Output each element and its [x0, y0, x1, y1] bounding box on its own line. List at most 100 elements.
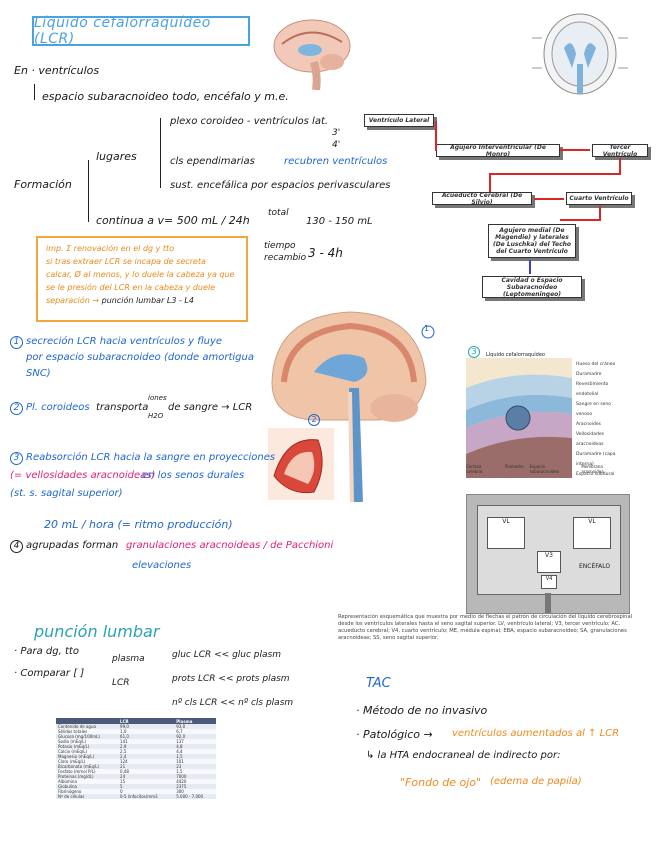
table-cell: 2,9	[118, 744, 175, 749]
flow-acueducto-cerebral: Acueducto Cerebral (De Silvio)	[432, 192, 532, 206]
puncion-relation-1: gluc LCR << gluc plasm	[172, 650, 281, 660]
step-4-elevaciones: elevaciones	[132, 560, 192, 571]
meninges-label-4: Sangre en seno venoso	[576, 402, 612, 417]
step-1-line-b: por espacio subaracnoideo (donde amortig…	[26, 352, 254, 363]
table-cell: Bicarbonato (mEq/L)	[56, 764, 119, 769]
table-cell: Nº de células	[56, 794, 119, 799]
table-cell: 2,5	[118, 749, 175, 754]
meninges-label-2: Duramadre	[576, 372, 602, 377]
table-cell: 0	[118, 789, 175, 794]
table-header-row: LCR Plasma	[56, 718, 216, 724]
csf-circulation-image	[271, 311, 435, 502]
table-cell: 6,7	[174, 729, 216, 734]
ependimarias-note: recubren ventrículos	[284, 156, 388, 167]
table-cell: Glucosa (mg/100mL)	[56, 734, 119, 739]
tac-bullet-2-a: · Patológico →	[356, 728, 433, 741]
meninges-labels: Hueso del cráneo Duramadre Revestimiento…	[576, 360, 626, 480]
table-cell: Cloro (mEq/L)	[56, 759, 119, 764]
plexo-num-3: 3'	[332, 128, 341, 138]
meninges-bottom-2: Piamadre	[504, 464, 524, 469]
table-cell: Globulina	[56, 784, 119, 789]
table-cell: 300	[174, 789, 216, 794]
table-cell: Albúmina	[56, 779, 119, 784]
table-cell: 4,8	[174, 744, 216, 749]
step-2-tail: de sangre → LCR	[168, 402, 253, 413]
table-cell: Calcio (mEq/L)	[56, 749, 119, 754]
tiempo-label: tiempo recambio	[264, 241, 307, 263]
table-cell: 2,4	[118, 754, 175, 759]
figure-marker-1: 1	[424, 324, 430, 333]
table-cell: 93,0	[174, 724, 216, 729]
table-cell: Fosfato (mmol P/L)	[56, 769, 119, 774]
brain-sagittal-image	[273, 19, 351, 90]
table-header-cell: Plasma	[174, 718, 216, 724]
meninges-label-1: Hueso del cráneo	[576, 362, 616, 367]
step-1-number: 1	[10, 336, 23, 349]
table-cell: 5.000 - 7.000	[174, 794, 216, 799]
step-3-sagital: (st. s. sagital superior)	[10, 488, 123, 499]
flow-cuarto-ventriculo: Cuarto Ventrículo	[566, 192, 632, 205]
table-cell: 5	[118, 784, 175, 789]
schema-vl-right: VL	[573, 517, 611, 549]
meninges-label-8: Espacio subdural	[576, 472, 615, 477]
formacion-label: Formación	[14, 178, 72, 191]
table-cell: 1,5	[174, 754, 216, 759]
table-cell: 92,0	[174, 734, 216, 739]
espacio-line: espacio subaracnoideo todo, encéfalo y m…	[42, 90, 289, 103]
lugares-label: lugares	[96, 150, 137, 163]
step-4-number: 4	[10, 540, 23, 553]
step-3-rate: 20 mL / hora (= ritmo producción)	[44, 518, 233, 531]
puncion-lcr: LCR	[112, 678, 130, 688]
flow-espacio-subaracnoideo: Cavidad o Espacio Subaracnoideo (Leptome…	[482, 276, 582, 298]
tac-edema-papila: (edema de papila)	[490, 776, 582, 787]
puncion-title: punción lumbar	[34, 622, 160, 641]
plexo-num-4: 4'	[332, 140, 341, 150]
note-line-5: separación → punción lumbar L3 - L4	[46, 296, 194, 305]
step-2-number: 2	[10, 402, 23, 415]
flow-ventriculo-lateral: Ventrículo Lateral	[364, 114, 434, 127]
tac-bullet-3: ↳ la HTA endocraneal de indirecto por:	[366, 750, 561, 761]
schema-v3: V3	[537, 551, 561, 573]
flow-agujeros-techo: Agujero medial (De Magendie) y laterales…	[488, 224, 576, 258]
meninges-bottom-labels: Corteza cerebral Piamadre Espacio subara…	[466, 464, 626, 474]
note-line-5-b: punción lumbar L3 - L4	[101, 296, 194, 305]
step-2-label: Pl. coroideos	[26, 402, 90, 413]
table-cell: 4,4	[174, 749, 216, 754]
clinical-note-box: imp. Σ renovación en el dg y tto si tras…	[36, 236, 248, 322]
puncion-relation-2: prots LCR << prots plasm	[172, 674, 290, 684]
table-cell: 4420	[174, 779, 216, 784]
meninges-figure: 3 Líquido cefalorraquídeo Hueso del crán…	[466, 346, 626, 480]
note-line-5-a: separación	[46, 296, 90, 305]
step-2-transporta: transporta	[96, 402, 149, 413]
table-cell: 2375	[174, 784, 216, 789]
step-4-granulaciones: granulaciones aracnoideas / de Pacchioni	[126, 540, 334, 551]
table-cell: Magnesio (mEq/L)	[56, 754, 119, 759]
flow-tercer-ventriculo: Tercer Ventrículo	[592, 144, 648, 158]
plexo-text: plexo coroideo - ventrículos lat.	[170, 116, 329, 127]
table-cell: 23	[174, 764, 216, 769]
tiempo-value: 3 - 4h	[308, 246, 343, 260]
table-cell: 61,0	[118, 734, 175, 739]
meninges-label-6: Vellosidades aracnoideas	[576, 432, 604, 447]
en-line: En · ventrículos	[14, 64, 100, 77]
tac-bullet-2-b: ventrículos aumentados al ↑ LCR	[452, 728, 620, 739]
meninges-bottom-4: Membrana aracnoidea	[581, 464, 604, 474]
note-line-4: se le presión del LCR en la cabeza y due…	[46, 283, 216, 292]
table-cell: Potasio (mEq/L)	[56, 744, 119, 749]
puncion-bullet-2: · Comparar [ ]	[14, 668, 85, 679]
table-header-cell: LCR	[118, 718, 175, 724]
table-header-cell	[56, 718, 119, 724]
page-title: Líquido cefalorraquídeo (LCR)	[32, 15, 250, 47]
meninges-top-label: Líquido cefalorraquídeo	[486, 352, 545, 358]
table-cell: 99,0	[118, 724, 175, 729]
